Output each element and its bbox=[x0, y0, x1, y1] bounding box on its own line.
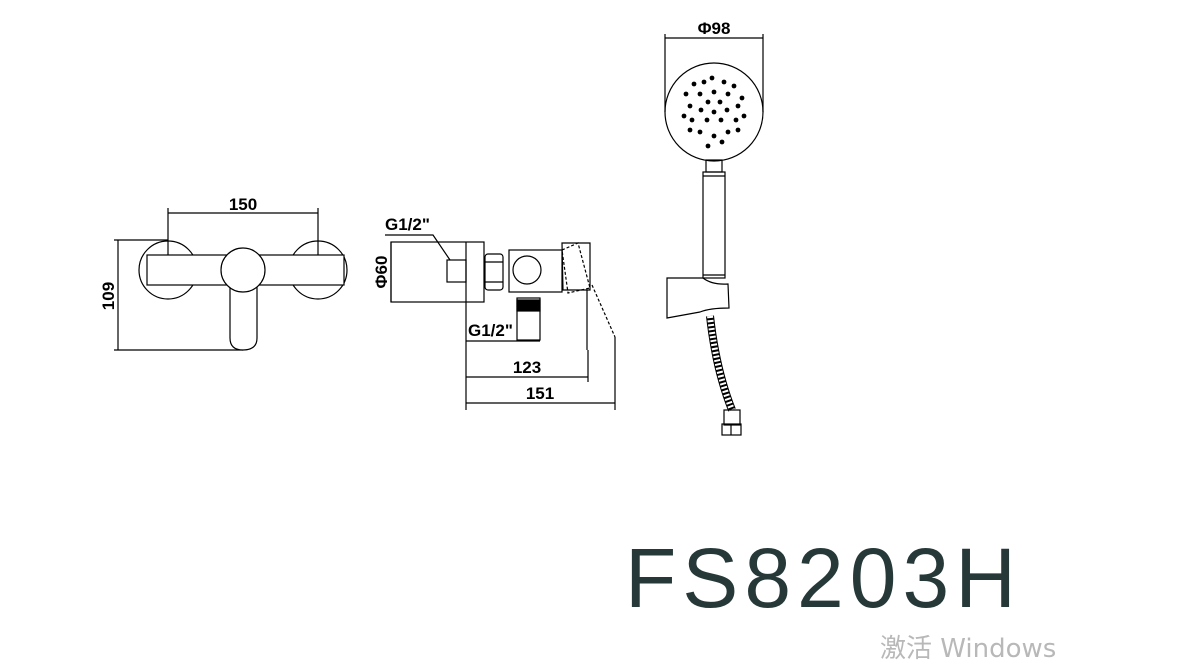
spray-nozzle-dot bbox=[741, 113, 747, 119]
spray-nozzle-dot bbox=[724, 107, 730, 113]
side-view: G1/2" Φ60 G1/2" 123 151 bbox=[372, 215, 616, 410]
windows-activation-watermark: 激活 Windows bbox=[880, 634, 1057, 664]
spray-nozzle-dot bbox=[697, 129, 703, 135]
spray-nozzle-dot bbox=[683, 91, 689, 97]
spray-nozzle-dot bbox=[718, 117, 724, 123]
total-depth-dim: 151 bbox=[526, 384, 554, 403]
spray-nozzle-dot bbox=[698, 107, 704, 113]
spray-nozzle-dot bbox=[719, 139, 725, 145]
spray-nozzle-dot bbox=[701, 79, 707, 85]
spray-nozzle-dot bbox=[739, 95, 745, 101]
spray-nozzle-dot bbox=[705, 143, 711, 149]
spray-nozzle-dot bbox=[709, 75, 715, 81]
spray-nozzle-dot bbox=[721, 79, 727, 85]
spray-nozzle-dot bbox=[735, 103, 741, 109]
spray-nozzle-dot bbox=[697, 91, 703, 97]
outlet-thread-label: G1/2" bbox=[468, 321, 513, 340]
spray-nozzle-dot bbox=[681, 113, 687, 119]
spray-nozzle-dot bbox=[691, 81, 697, 87]
diameter-dim: Φ60 bbox=[372, 256, 391, 289]
spray-nozzle-dot bbox=[704, 117, 710, 123]
spray-nozzle-dot bbox=[717, 99, 723, 105]
spray-nozzle-dot bbox=[689, 117, 695, 123]
model-number: FS8203H bbox=[625, 531, 1022, 625]
inlet-thread-label: G1/2" bbox=[385, 215, 430, 234]
hand-shower: Φ98 bbox=[664, 19, 764, 436]
spray-nozzle-dot bbox=[735, 127, 741, 133]
depth-dim: 123 bbox=[513, 358, 541, 377]
spray-nozzle-dot bbox=[711, 89, 717, 95]
technical-drawing: 150 109 G1/2" Φ60 G1/2" 123 bbox=[99, 19, 764, 436]
spray-nozzle-dot bbox=[731, 83, 737, 89]
front-view: 150 109 bbox=[99, 195, 348, 351]
front-width-dim: 150 bbox=[229, 195, 257, 214]
spray-nozzle-dot bbox=[687, 103, 693, 109]
front-height-dim: 109 bbox=[99, 282, 118, 310]
spray-nozzle-dot bbox=[705, 99, 711, 105]
spray-nozzle-dot bbox=[711, 133, 717, 139]
head-diameter-dim: Φ98 bbox=[698, 19, 731, 38]
spray-nozzle-dot bbox=[733, 117, 739, 123]
spray-nozzle-dot bbox=[687, 127, 693, 133]
spray-nozzle-dot bbox=[725, 91, 731, 97]
spray-nozzle-dot bbox=[725, 129, 731, 135]
spray-nozzle-dot bbox=[711, 109, 717, 115]
